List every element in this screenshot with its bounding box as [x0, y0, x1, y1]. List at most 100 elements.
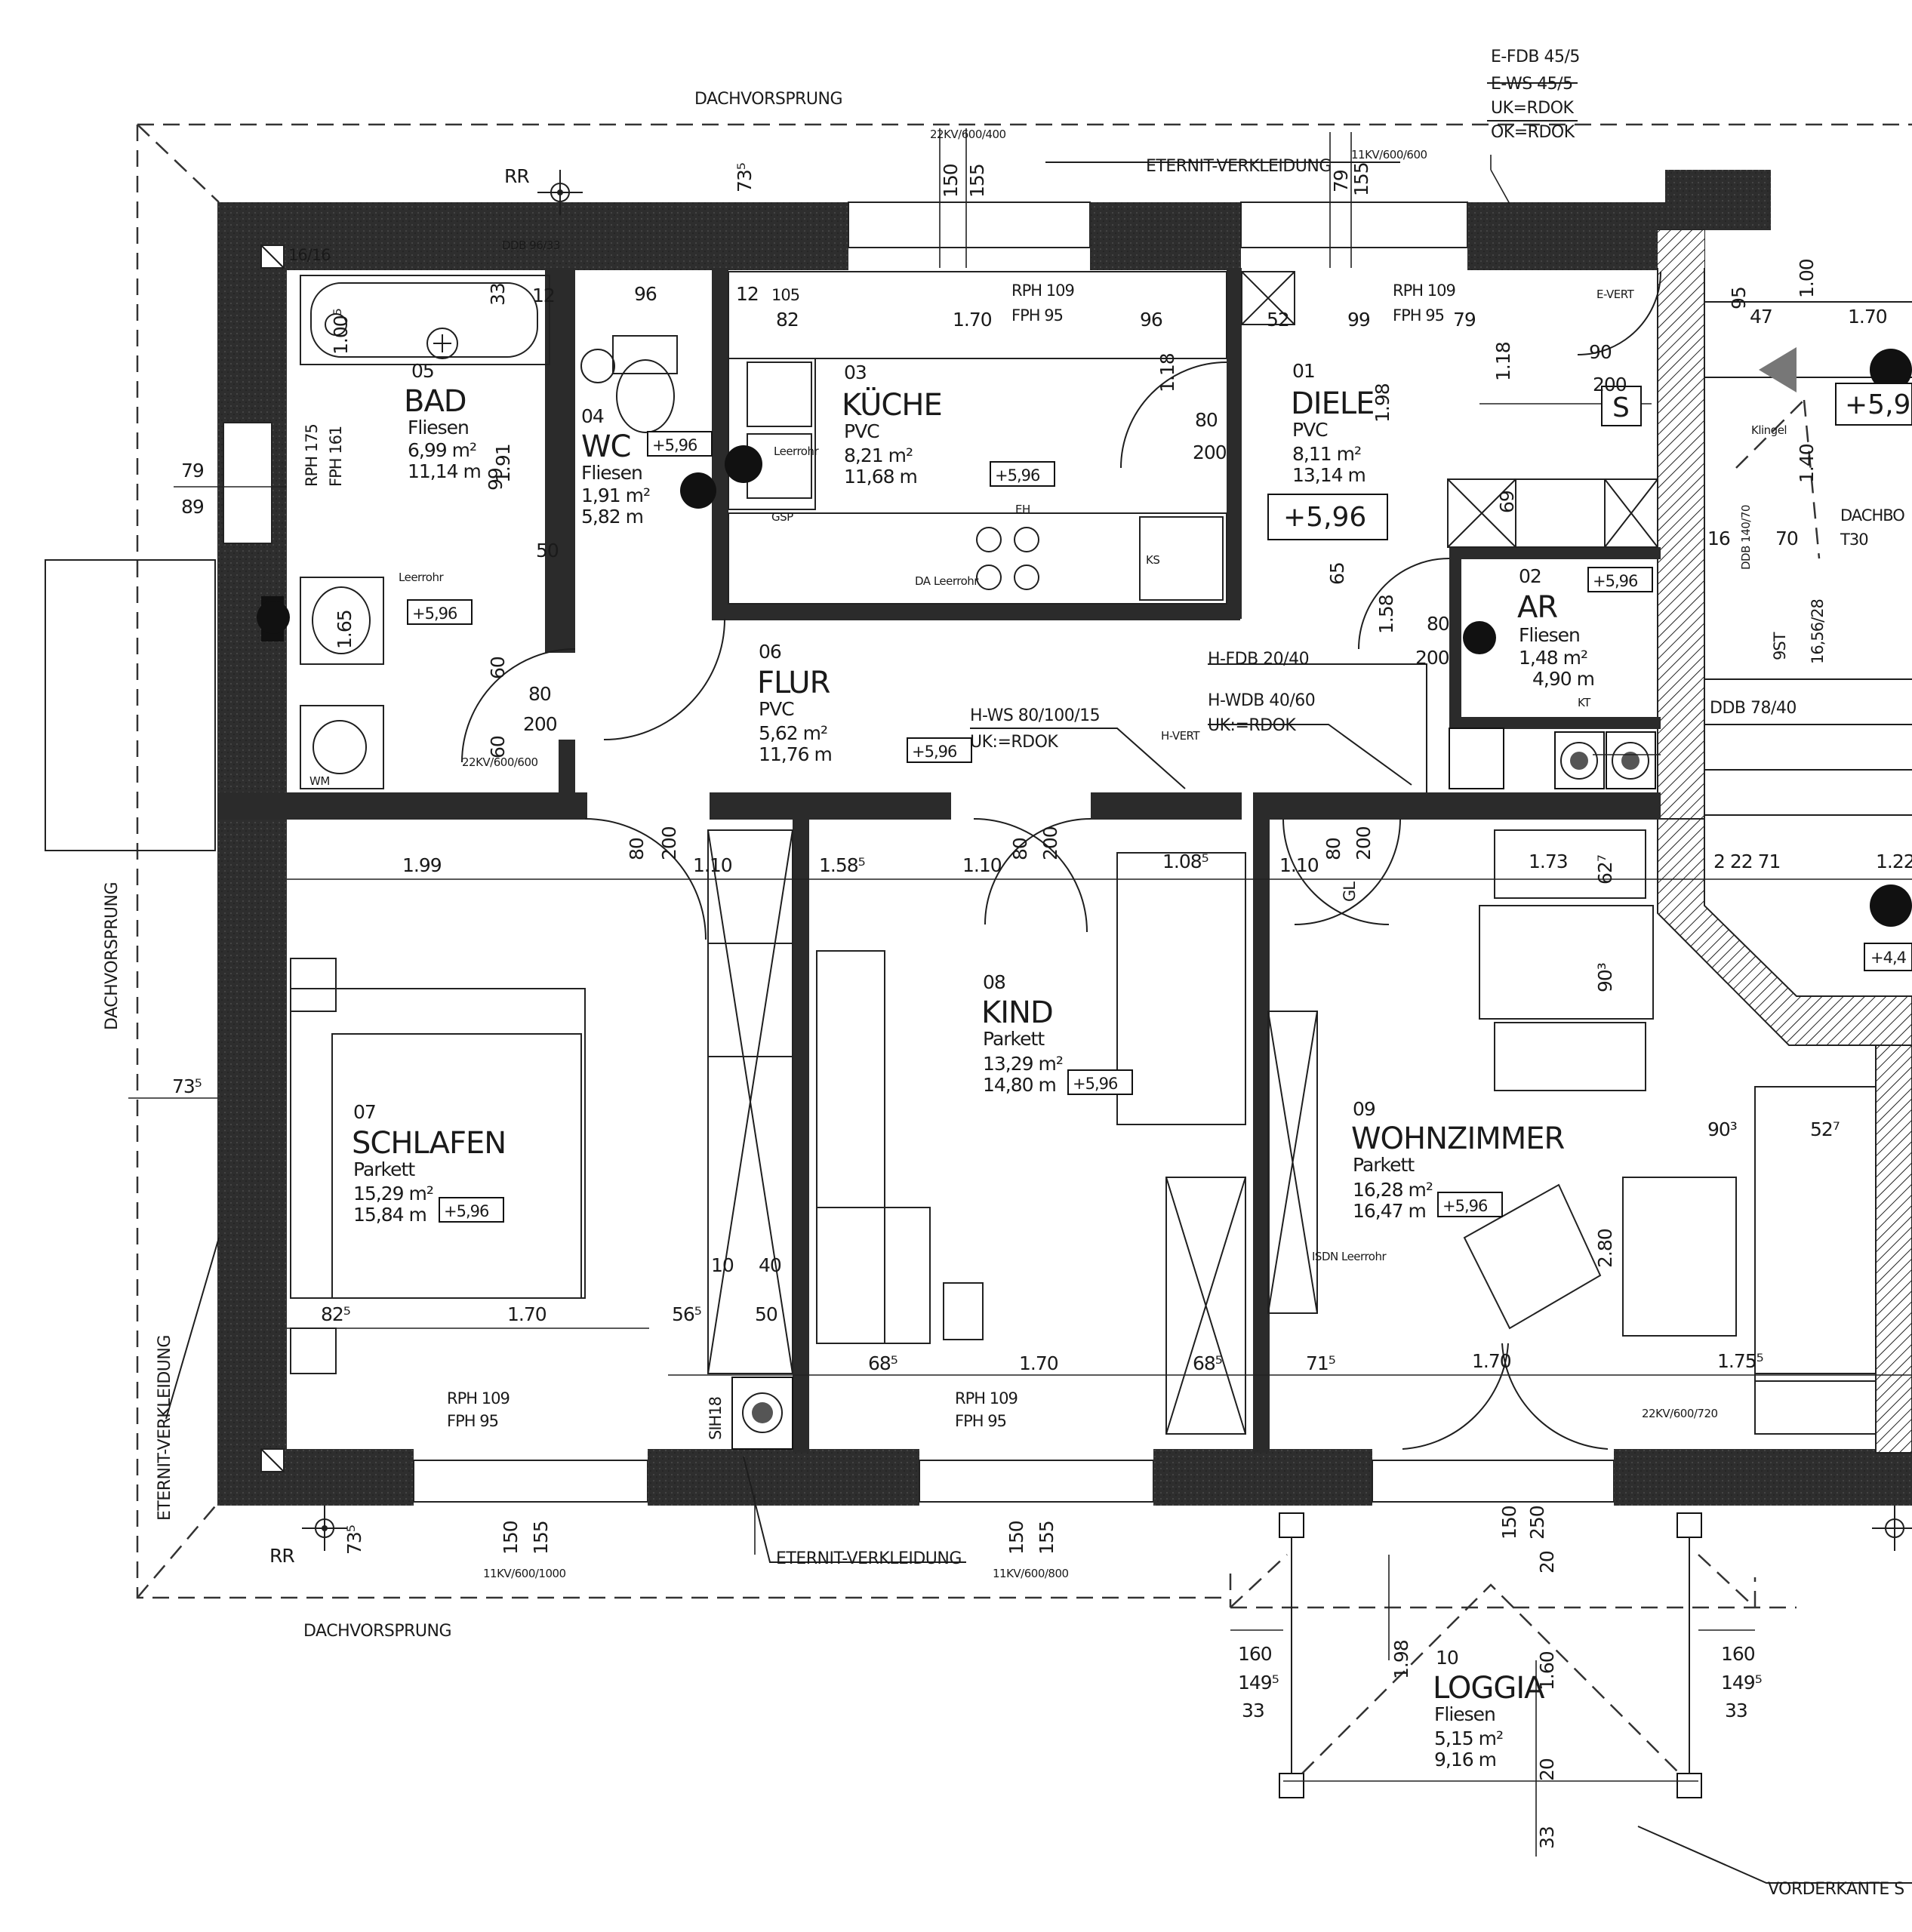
label-gsp: GSP — [771, 510, 793, 524]
exterior-panel — [45, 559, 216, 851]
room-level: +5,96 — [1442, 1197, 1488, 1215]
room-number: 04 — [581, 405, 604, 427]
label-kv-800: 11KV/600/800 — [993, 1567, 1069, 1580]
label-h-wdb: H-WDB 40/60 — [1208, 691, 1315, 710]
dim-140: 1.40 — [1796, 444, 1818, 483]
dim-170-right: 1.70 — [1848, 306, 1887, 328]
room-bad: 05 BAD Fliesen 6,99 m² 11,14 m +5,96 — [404, 360, 482, 625]
level-box-right — [1835, 383, 1912, 426]
room-level: +5,96 — [444, 1202, 489, 1220]
label-ddb-7840: DDB 78/40 — [1710, 699, 1797, 718]
dim-50-wc: 50 — [536, 540, 559, 561]
dim-90: 90 — [1589, 341, 1612, 363]
room-number: 10 — [1436, 1647, 1458, 1669]
dim-68-5: 68⁵ — [868, 1352, 898, 1374]
dim-150-loggia: 150 — [1498, 1506, 1520, 1540]
level-box — [439, 1197, 504, 1223]
dim-12: 12 — [736, 283, 759, 305]
label-fph-161: FPH 161 — [327, 426, 345, 487]
dim-33-bad: 33 — [487, 283, 509, 306]
room-level: +5,96 — [1073, 1075, 1118, 1093]
room-area: 15,29 m² — [353, 1183, 433, 1204]
level-box-right-2 — [1864, 943, 1912, 971]
room-level: +5,96 — [412, 605, 457, 623]
label-steps: 16,56/28 — [1809, 599, 1827, 664]
dim-149-5-left: 149⁵ — [1238, 1672, 1279, 1694]
room-diele: 01 DIELE PVC 8,11 m² 13,14 m — [1291, 360, 1375, 486]
label-rph-kueche: RPH 109 — [1011, 281, 1074, 300]
room-kind: 08 KIND Parkett 13,29 m² 14,80 m +5,96 — [981, 971, 1133, 1096]
door-swings — [461, 271, 1661, 1450]
dim-200-ar: 200 — [1415, 647, 1449, 669]
label-klingel: Klingel — [1751, 423, 1787, 437]
dim-280: 2.80 — [1594, 1229, 1616, 1268]
label-gl: GL — [1341, 881, 1359, 902]
dim-155-bottom-2: 155 — [1036, 1521, 1058, 1555]
label-wm: WM — [309, 774, 330, 788]
rr-symbols — [302, 170, 1912, 1551]
dim-96: 96 — [634, 283, 657, 305]
dim-150-bottom: 150 — [500, 1521, 522, 1555]
label-vorderkante: VORDERKANTE S — [1768, 1880, 1904, 1899]
dim-73-5-left: 73⁵ — [172, 1075, 202, 1097]
label-sih18: SIH18 — [707, 1397, 725, 1440]
dim-33-loggia: 33 — [1536, 1826, 1558, 1849]
room-floor: Parkett — [353, 1158, 415, 1180]
interior-walls — [217, 245, 1661, 1472]
room-perimeter: 15,84 m — [353, 1204, 426, 1226]
room-floor: Fliesen — [1434, 1703, 1495, 1725]
room-floor: Fliesen — [581, 462, 642, 484]
dimension-labels: 79 89 73⁵ 73⁵ 73⁵ 150 155 79 155 150 155… — [172, 162, 1912, 1849]
dim-155-bottom: 155 — [530, 1521, 552, 1555]
dim-10: 10 — [711, 1254, 734, 1276]
dim-68-5-2: 68⁵ — [1193, 1352, 1222, 1374]
dim-16-16: 16/16 — [288, 246, 331, 264]
dim-79: 79 — [181, 460, 204, 481]
dim-80-ar: 80 — [1427, 613, 1449, 635]
dim-198-loggia: 1.98 — [1390, 1640, 1412, 1679]
leader-lines — [165, 82, 1912, 1884]
room-ar: 02 AR Fliesen 1,48 m² 4,90 m +5,96 — [1517, 565, 1653, 690]
dim-69: 69 — [1496, 491, 1518, 513]
room-wc: 04 WC Fliesen 1,91 m² 5,82 m +5,96 — [581, 405, 713, 528]
room-floor: PVC — [1292, 419, 1328, 441]
label-nst: 9ST — [1771, 632, 1789, 660]
room-number: 07 — [353, 1101, 376, 1123]
dim-90-3: 90³ — [1707, 1118, 1737, 1140]
label-fph-kind: FPH 95 — [955, 1412, 1006, 1430]
dim-118-diele: 1.18 — [1492, 342, 1514, 381]
dim-105: 105 — [771, 286, 799, 304]
dim-250-loggia: 250 — [1526, 1506, 1548, 1540]
label-fph-diele: FPH 95 — [1393, 306, 1444, 325]
label-e-ws: E-WS 45/5 — [1491, 75, 1573, 94]
room-area: 13,29 m² — [983, 1053, 1063, 1075]
room-area: 8,21 m² — [844, 445, 913, 466]
label-uk-rdok: UK=RDOK — [1491, 99, 1575, 118]
room-area: 1,48 m² — [1519, 647, 1587, 669]
dim-80-wohn: 80 — [1322, 838, 1344, 860]
label-eternit-bottom: ETERNIT-VERKLEIDUNG — [776, 1549, 962, 1568]
room-name: LOGGIA — [1433, 1671, 1545, 1706]
label-eternit-top: ETERNIT-VERKLEIDUNG — [1146, 157, 1332, 176]
room-name: AR — [1517, 590, 1557, 625]
room-floor: PVC — [759, 698, 794, 720]
label-rph-175: RPH 175 — [303, 424, 321, 487]
dim-80-diele: 80 — [1195, 409, 1218, 431]
dim-80-schlaf: 80 — [626, 838, 648, 860]
dim-158-ar: 1.58 — [1375, 595, 1397, 634]
room-number: 03 — [844, 361, 867, 383]
label-eh: EH — [1015, 503, 1030, 516]
dim-149-5-right: 149⁵ — [1721, 1672, 1762, 1694]
room-level: +5,96 — [995, 466, 1040, 485]
dim-100-right: 1.00 — [1796, 259, 1818, 298]
dim-222: 2 22 71 — [1713, 851, 1780, 872]
room-schlafen: 07 SCHLAFEN Parkett 15,29 m² 15,84 m +5,… — [352, 1101, 506, 1226]
dim-199: 1.99 — [402, 854, 442, 876]
dim-56-5: 56⁵ — [672, 1303, 701, 1325]
dim-80-bad: 80 — [528, 683, 551, 705]
s-box — [1601, 386, 1642, 426]
label-h-ws: H-WS 80/100/15 — [970, 706, 1100, 725]
dim-170-wohn: 1.70 — [1472, 1350, 1511, 1372]
level-right-2: +4,4 — [1870, 949, 1907, 967]
room-area: 6,99 m² — [408, 439, 476, 461]
